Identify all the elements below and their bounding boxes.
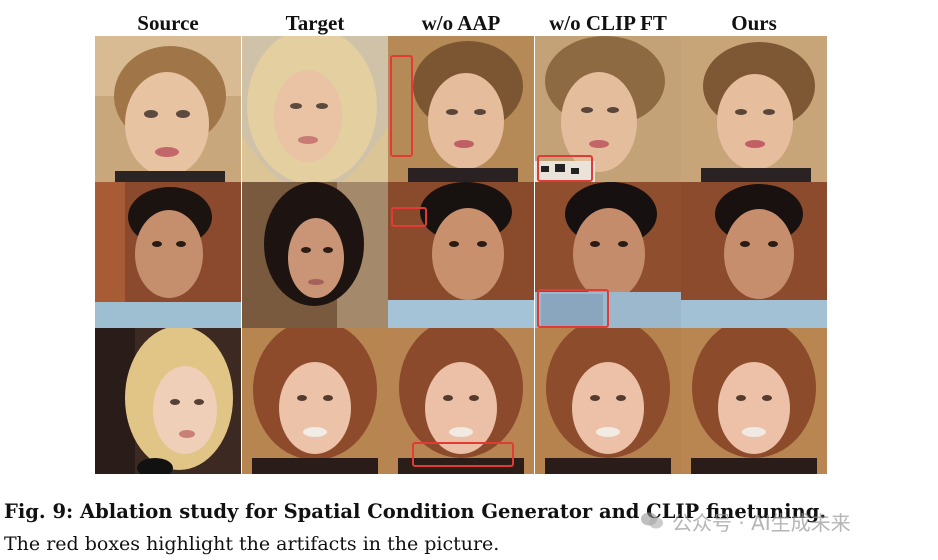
image-row3-ours [681,328,827,474]
artifact-highlight-box [537,289,609,328]
image-row2-wo-clip-ft [535,182,681,328]
artifact-highlight-box [391,207,427,227]
artifact-highlight-box [412,442,514,467]
image-row2-target [242,182,388,328]
image-row1-wo-clip-ft [535,36,681,182]
image-row3-wo-clip-ft [535,328,681,474]
image-grid [95,36,828,474]
column-header-ours: Ours [731,11,777,35]
artifact-highlight-box [537,155,593,182]
image-row3-wo-aap [388,328,534,474]
figure-caption: Fig. 9: Ablation study for Spatial Condi… [4,498,934,526]
column-header-wo-clip-ft: w/o CLIP FT [549,11,667,35]
artifact-highlight-box [390,55,413,157]
figure-caption-title: Fig. 9: Ablation study for Spatial Condi… [4,500,827,523]
watermark-text: 公众号 · AI生成未来 [672,510,851,535]
figure-caption-description: The red boxes highlight the artifacts in… [4,533,500,555]
image-row2-source [95,182,241,328]
watermark: 公众号 · AI生成未来 [640,506,851,536]
image-row1-ours [681,36,827,182]
image-row2-wo-aap [388,182,534,328]
wechat-icon [640,511,664,531]
image-row1-target [242,36,388,182]
image-row3-source [95,328,241,474]
image-row1-wo-aap [388,36,534,182]
column-header-target: Target [285,11,345,35]
image-row3-target [242,328,388,474]
image-row1-source [95,36,241,182]
image-row2-ours [681,182,827,328]
column-header-source: Source [137,11,199,35]
column-header-wo-aap: w/o AAP [421,11,501,35]
